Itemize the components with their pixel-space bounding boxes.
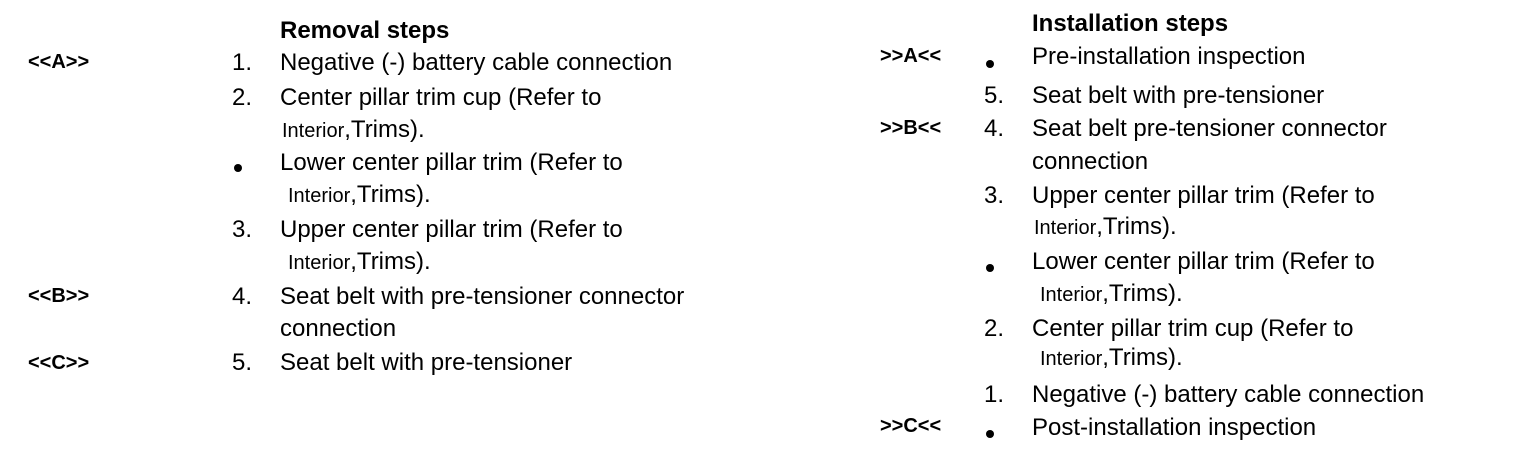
removal-step-3-reference: Interior,Trims). (288, 246, 431, 279)
reference-trims: ,Trims). (1102, 280, 1183, 307)
removal-label-a: <<A>> (28, 51, 90, 73)
installation-step-1-number: 1. (984, 381, 1005, 408)
reference-interior: Interior (288, 185, 351, 207)
installation-lower-trim-text: Lower center pillar trim (Refer to (1032, 248, 1375, 275)
installation-step-2-reference: Interior,Trims). (1040, 342, 1183, 375)
reference-interior: Interior (1040, 348, 1103, 370)
reference-trims: ,Trims). (1096, 213, 1177, 240)
removal-step-5-text: Seat belt with pre-tensioner (280, 349, 573, 376)
removal-step-2-reference: Interior,Trims). (282, 114, 425, 147)
reference-interior: Interior (1040, 284, 1103, 306)
installation-bullet-marker (986, 60, 994, 68)
reference-interior: Interior (288, 252, 351, 274)
installation-step-1-text: Negative (-) battery cable connection (1032, 381, 1425, 408)
removal-lower-trim-reference: Interior,Trims). (288, 179, 431, 212)
removal-step-3-text: Upper center pillar trim (Refer to (280, 216, 623, 243)
removal-label-b: <<B>> (28, 285, 90, 307)
installation-step-5-text: Seat belt with pre-tensioner (1032, 82, 1325, 109)
reference-trims: ,Trims). (350, 181, 431, 208)
installation-step-5-number: 5. (984, 82, 1005, 109)
removal-step-2-number: 2. (232, 84, 253, 111)
removal-step-1-text: Negative (-) battery cable connection (280, 49, 673, 76)
removal-label-c: <<C>> (28, 352, 90, 374)
removal-lower-trim-text: Lower center pillar trim (Refer to (280, 149, 623, 176)
removal-step-1-number: 1. (232, 49, 253, 76)
reference-interior: Interior (1034, 217, 1097, 239)
installation-pre-inspection-text: Pre-installation inspection (1032, 43, 1306, 70)
installation-step-2-number: 2. (984, 315, 1005, 342)
removal-step-4-text: Seat belt with pre-tensioner connector (280, 283, 685, 310)
installation-step-4-text: Seat belt pre-tensioner connector (1032, 115, 1387, 142)
removal-step-3-number: 3. (232, 216, 253, 243)
installation-label-c: >>C<< (880, 415, 942, 437)
installation-step-4-text-cont: connection (1032, 148, 1149, 175)
removal-step-2-text: Center pillar trim cup (Refer to (280, 84, 602, 111)
reference-trims: ,Trims). (1102, 344, 1183, 371)
removal-step-5-number: 5. (232, 349, 253, 376)
installation-label-b: >>B<< (880, 117, 942, 139)
installation-post-inspection-text: Post-installation inspection (1032, 414, 1317, 441)
removal-step-4-text-cont: connection (280, 315, 397, 342)
reference-trims: ,Trims). (344, 116, 425, 143)
installation-step-2-text: Center pillar trim cup (Refer to (1032, 315, 1354, 342)
installation-label-a: >>A<< (880, 45, 942, 67)
removal-step-4-number: 4. (232, 283, 253, 310)
installation-step-4-number: 4. (984, 115, 1005, 142)
installation-step-3-number: 3. (984, 182, 1005, 209)
removal-heading: Removal steps (280, 17, 450, 44)
reference-trims: ,Trims). (350, 248, 431, 275)
removal-bullet-marker (234, 164, 242, 172)
installation-step-3-text: Upper center pillar trim (Refer to (1032, 182, 1375, 209)
installation-lower-trim-reference: Interior,Trims). (1040, 278, 1183, 311)
installation-bullet-marker (986, 430, 994, 438)
installation-heading: Installation steps (1032, 10, 1229, 37)
installation-bullet-marker (986, 264, 994, 272)
installation-step-3-reference: Interior,Trims). (1034, 211, 1177, 244)
reference-interior: Interior (282, 120, 345, 142)
